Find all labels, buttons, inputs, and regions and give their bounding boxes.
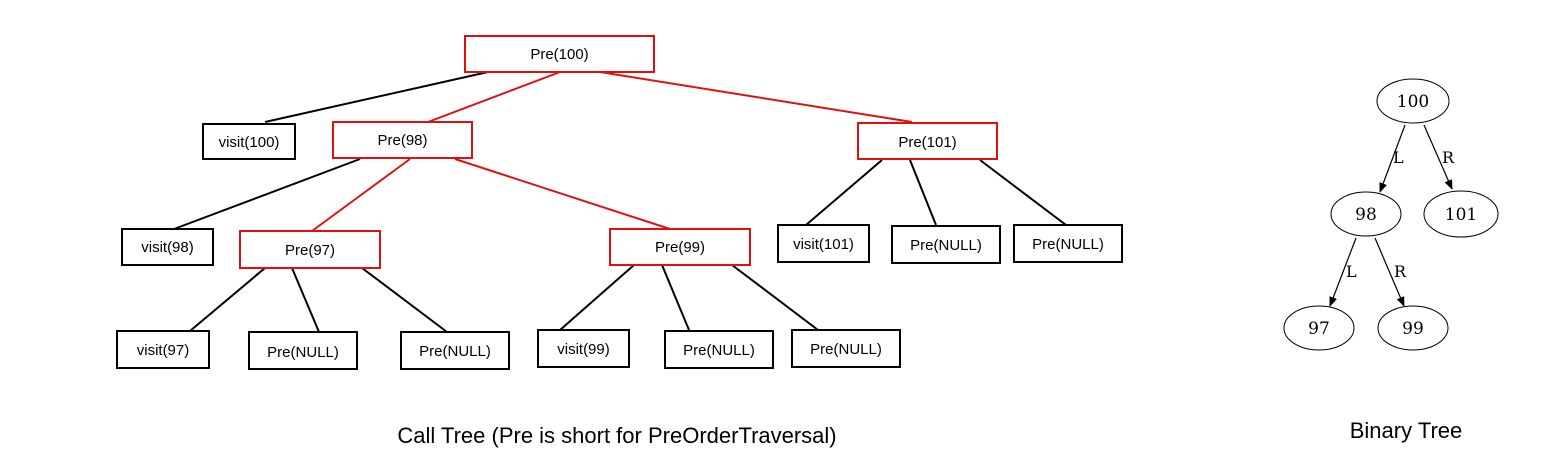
node-pre97-null-left-label: Pre(NULL)	[267, 344, 339, 361]
bt-node-100: 100	[1376, 78, 1450, 124]
bt-node-100-label: 100	[1397, 92, 1429, 112]
bt-edge-98-99	[1374, 237, 1405, 307]
node-visit97: visit(97)	[116, 330, 210, 369]
call-tree-edges	[173, 71, 1067, 333]
bt-edge-98-97	[1329, 237, 1357, 307]
edge-pre100-pre98	[427, 71, 561, 123]
node-pre99-label: Pre(99)	[655, 239, 705, 256]
node-visit99: visit(99)	[537, 329, 630, 368]
node-pre97-null-right-label: Pre(NULL)	[419, 343, 491, 360]
node-pre98-label: Pre(98)	[377, 132, 427, 149]
bt-node-99-label: 99	[1402, 319, 1424, 339]
bt-node-98: 98	[1330, 191, 1402, 237]
call-tree-nodes: Pre(100) visit(100) Pre(98) Pre(101) vis…	[116, 35, 1123, 370]
node-pre101-null-left-label: Pre(NULL)	[910, 237, 982, 254]
node-pre97-null-left: Pre(NULL)	[248, 331, 358, 370]
node-pre97-label: Pre(97)	[285, 242, 335, 259]
bt-edge-label-98-97: L	[1346, 262, 1357, 281]
edge-pre99-null-l	[661, 264, 690, 331]
bt-node-98-label: 98	[1355, 205, 1377, 225]
node-pre101-null-left: Pre(NULL)	[891, 225, 1001, 264]
node-visit98-label: visit(98)	[141, 239, 194, 256]
node-pre101-null-right: Pre(NULL)	[1013, 224, 1123, 263]
node-visit98: visit(98)	[121, 228, 214, 266]
edge-pre101-visit101	[805, 159, 883, 226]
node-visit100-label: visit(100)	[219, 134, 280, 151]
bt-edge-label-98-99: R	[1394, 262, 1407, 281]
bt-edge-label-100-98: L	[1393, 148, 1404, 167]
edge-pre100-visit100	[264, 71, 489, 123]
edge-pre100-pre101	[599, 71, 913, 123]
node-pre99-null-right-label: Pre(NULL)	[810, 341, 882, 358]
bt-node-101-label: 101	[1445, 205, 1477, 225]
edge-pre97-null-r	[361, 267, 448, 333]
bt-node-97: 97	[1283, 305, 1355, 351]
node-visit99-label: visit(99)	[557, 341, 610, 358]
edge-pre99-visit99	[559, 264, 635, 331]
call-tree-caption: Call Tree (Pre is short for PreOrderTrav…	[397, 423, 836, 448]
node-visit101-label: visit(101)	[793, 236, 854, 253]
edge-pre101-null-l	[909, 159, 937, 226]
node-pre101-null-right-label: Pre(NULL)	[1032, 236, 1104, 253]
edge-pre97-visit97	[189, 267, 266, 332]
edge-pre98-pre99	[454, 158, 671, 230]
node-pre101: Pre(101)	[857, 122, 998, 160]
edge-pre98-pre97	[311, 158, 411, 232]
node-pre100: Pre(100)	[464, 35, 655, 73]
node-visit100: visit(100)	[202, 123, 296, 160]
node-visit101: visit(101)	[777, 224, 870, 263]
node-pre98: Pre(98)	[332, 121, 473, 159]
node-pre99-null-right: Pre(NULL)	[791, 329, 901, 368]
node-visit97-label: visit(97)	[137, 342, 190, 359]
edge-pre99-null-r	[731, 264, 819, 331]
node-pre99: Pre(99)	[609, 228, 751, 266]
edge-pre98-visit98	[173, 158, 361, 230]
binary-tree-caption: Binary Tree	[1350, 418, 1463, 443]
bt-node-99: 99	[1377, 305, 1449, 351]
binary-tree: L R L R 100 98 101 97 99	[1283, 78, 1499, 351]
bt-node-101: 101	[1423, 190, 1499, 238]
bt-edge-label-100-101: R	[1442, 148, 1455, 167]
node-pre99-null-left: Pre(NULL)	[664, 330, 774, 369]
bt-node-97-label: 97	[1308, 319, 1330, 339]
node-pre97-null-right: Pre(NULL)	[400, 331, 510, 370]
edge-pre101-null-r	[979, 159, 1067, 226]
bt-edge-100-101	[1423, 124, 1453, 190]
bt-edge-100-98	[1379, 124, 1406, 193]
edge-pre97-null-l	[291, 267, 320, 333]
node-pre97: Pre(97)	[239, 230, 381, 269]
node-pre101-label: Pre(101)	[898, 134, 956, 151]
node-pre99-null-left-label: Pre(NULL)	[683, 342, 755, 359]
node-pre100-label: Pre(100)	[530, 46, 588, 63]
